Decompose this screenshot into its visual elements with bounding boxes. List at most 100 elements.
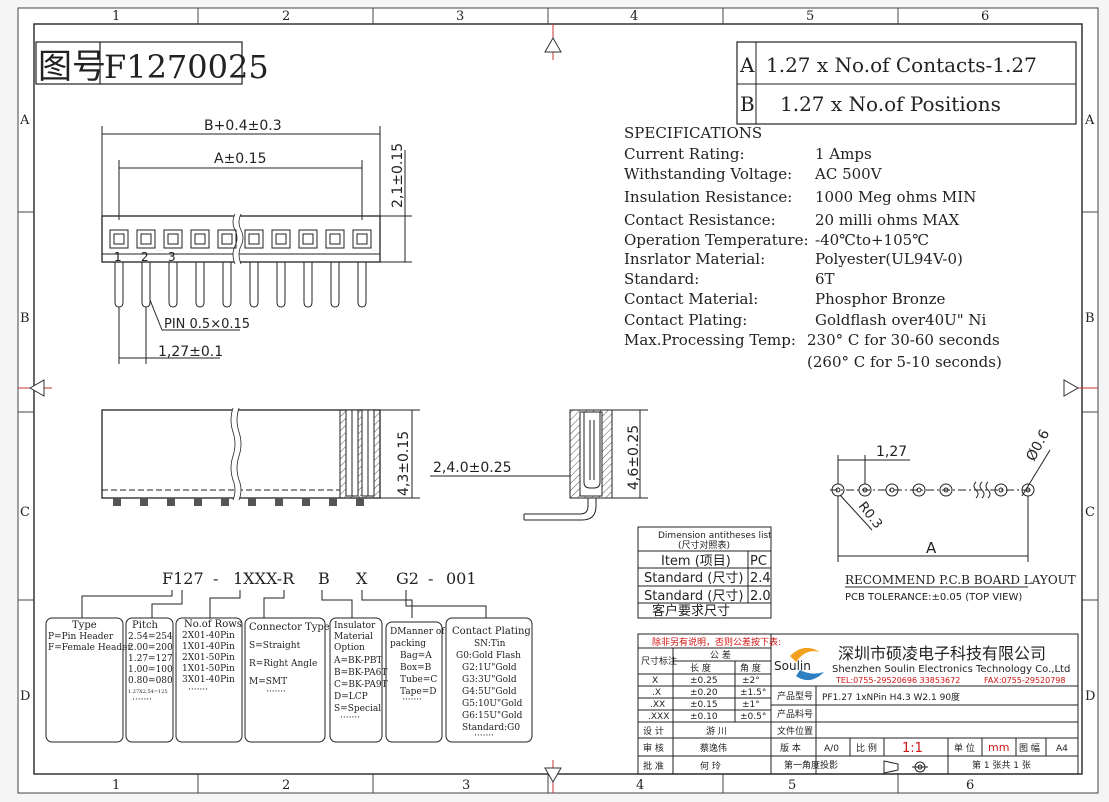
option-line: Standard:G0 [462, 723, 520, 733]
size-label: 图 幅 [1019, 742, 1040, 754]
option-line: 2.54=254 [128, 632, 173, 642]
formula-a-text: 1.27 x No.of Contacts-1.27 [766, 53, 1037, 77]
part-number-value: F1270025 [104, 48, 269, 86]
option-line: D=LCP [334, 692, 368, 702]
spec-value: AC 500V [814, 165, 883, 183]
option-line: 1X01-40Pin [182, 642, 235, 652]
review-label: 审 核 [643, 742, 664, 754]
col-label-5-bottom: 5 [788, 778, 796, 793]
option-line: Bag=A [400, 651, 432, 661]
option-line: B=BK-PA6T [334, 668, 387, 678]
col-label-1: 1 [112, 9, 120, 24]
pcb-a-label: A [926, 539, 937, 557]
tol-notice: 除非另有说明，否则公差按下表: [652, 636, 781, 648]
review-value: 蔡逸伟 [700, 742, 727, 754]
spec-label: Standard: [624, 270, 699, 288]
row-label-b: B [20, 311, 30, 326]
row-label-d-right: D [1085, 689, 1095, 704]
row-label-c-right: C [1085, 505, 1095, 520]
row-label-a: A [19, 113, 30, 128]
option-title-type: Type [72, 620, 97, 631]
sheet-count: 第 1 张共 1 张 [972, 759, 1031, 771]
scale-value: 1:1 [902, 741, 923, 756]
specifications: SPECIFICATIONS Current Rating: 1 Amps Wi… [624, 124, 1002, 371]
code-segment: 001 [446, 569, 477, 588]
dim-a-label: A±0.15 [214, 151, 266, 167]
option-title-insulator: Option [334, 643, 365, 653]
company-fax: FAX:0755-29520798 [984, 676, 1065, 685]
tol-len: ±0.15 [690, 700, 718, 710]
dim-list-head-item: Item (项目) [661, 554, 731, 569]
company-phone: TEL:0755-29520696 33853672 [835, 676, 960, 685]
tol-key: .XXX [648, 712, 669, 722]
code-leaders [81, 590, 487, 618]
row-label-b-right: B [1085, 311, 1095, 326]
version-label: 版 本 [780, 742, 801, 754]
option-line: C=BK-PA9T [334, 680, 388, 690]
option-line: G6:15U"Gold [462, 711, 523, 721]
title-block [637, 633, 1079, 775]
section-view [430, 409, 648, 521]
unit-value: mm [988, 741, 1009, 754]
approve-label: 批 准 [643, 760, 664, 772]
option-title-packing: packing [390, 639, 426, 649]
pcb-title: RECOMMEND P.C.B BOARD LAYOUT [845, 573, 1076, 587]
row-label-c: C [20, 505, 30, 520]
option-line: Tape=D [400, 687, 437, 697]
section-height-label: 4,6±0.25 [626, 425, 642, 490]
logo-text: Soulin [774, 659, 811, 673]
tol-head: 公 差 [710, 649, 731, 661]
option-line: G4:5U"Gold [462, 687, 517, 697]
col-label-2-bottom: 2 [282, 778, 290, 793]
option-line: 1.27X2.54=125 [128, 689, 168, 695]
projection-label: 第一角度投影 [784, 759, 838, 771]
option-title-insulator: Material [334, 632, 373, 642]
formula-b-key: B [740, 92, 755, 116]
tol-ang: ±1° [742, 700, 760, 710]
option-line: ······· [340, 713, 360, 723]
option-title-packing: DManner of [390, 627, 445, 637]
option-line: Tube=C [400, 675, 437, 685]
unit-label: 单 位 [954, 742, 975, 754]
spec-label: Withstanding Voltage: [624, 165, 792, 183]
col-label-5: 5 [806, 9, 814, 24]
option-line: ······· [402, 695, 422, 705]
code-segment: - [213, 569, 218, 588]
option-text: Type P=Pin Header F=Female Header Pitch … [48, 619, 531, 741]
option-line: P=Pin Header [48, 632, 114, 642]
dim-list-row-item: Standard (尺寸) [644, 589, 743, 604]
front-view [101, 126, 412, 364]
spec-value: 6T [815, 270, 835, 288]
dim-list-title: Dimension antitheses list [658, 531, 772, 541]
logo-icon [790, 647, 824, 681]
spec-value: 230° C for 30-60 seconds [807, 331, 1000, 349]
approve-value: 何 玲 [700, 760, 721, 772]
dim-list-subtitle: (尺寸对照表) [678, 539, 730, 551]
option-line: SN:Tin [474, 639, 506, 649]
pcb-tolerance: PCB TOLERANCE:±0.05 (TOP VIEW) [845, 592, 1022, 603]
code-segment: X [356, 569, 368, 588]
option-line: Box=B [400, 663, 432, 673]
scale-label: 比 例 [856, 742, 877, 754]
spec-label: Current Rating: [624, 145, 745, 163]
product-name-label: 产品型号 [777, 690, 813, 702]
col-label-2: 2 [282, 9, 290, 24]
option-line: 3X01-40Pin [182, 675, 235, 685]
tol-len: ±0.20 [690, 688, 718, 698]
dim-list-head-pc: PC [750, 554, 767, 569]
pin-label-2: 2 [141, 250, 149, 264]
option-title-pitch: Pitch [132, 620, 159, 631]
spec-label: Contact Material: [624, 290, 758, 308]
col-label-6-bottom: 6 [966, 778, 974, 793]
option-line: 1X01-50Pin [182, 664, 235, 674]
option-line: ······· [474, 731, 494, 741]
spec-label: Insulation Resistance: [624, 188, 792, 206]
dimension-list: Dimension antitheses list (尺寸对照表) Item (… [637, 526, 772, 619]
spec-value: -40℃to+105℃ [815, 231, 929, 249]
spec-label: Max.Processing Temp: [624, 331, 796, 349]
option-line: A=BK-PBT [333, 656, 382, 666]
spec-label: Contact Plating: [624, 311, 747, 329]
col-label-6: 6 [981, 9, 989, 24]
dim-list-customer: 客户要求尺寸 [652, 603, 730, 619]
option-line: S=Straight [249, 641, 301, 651]
